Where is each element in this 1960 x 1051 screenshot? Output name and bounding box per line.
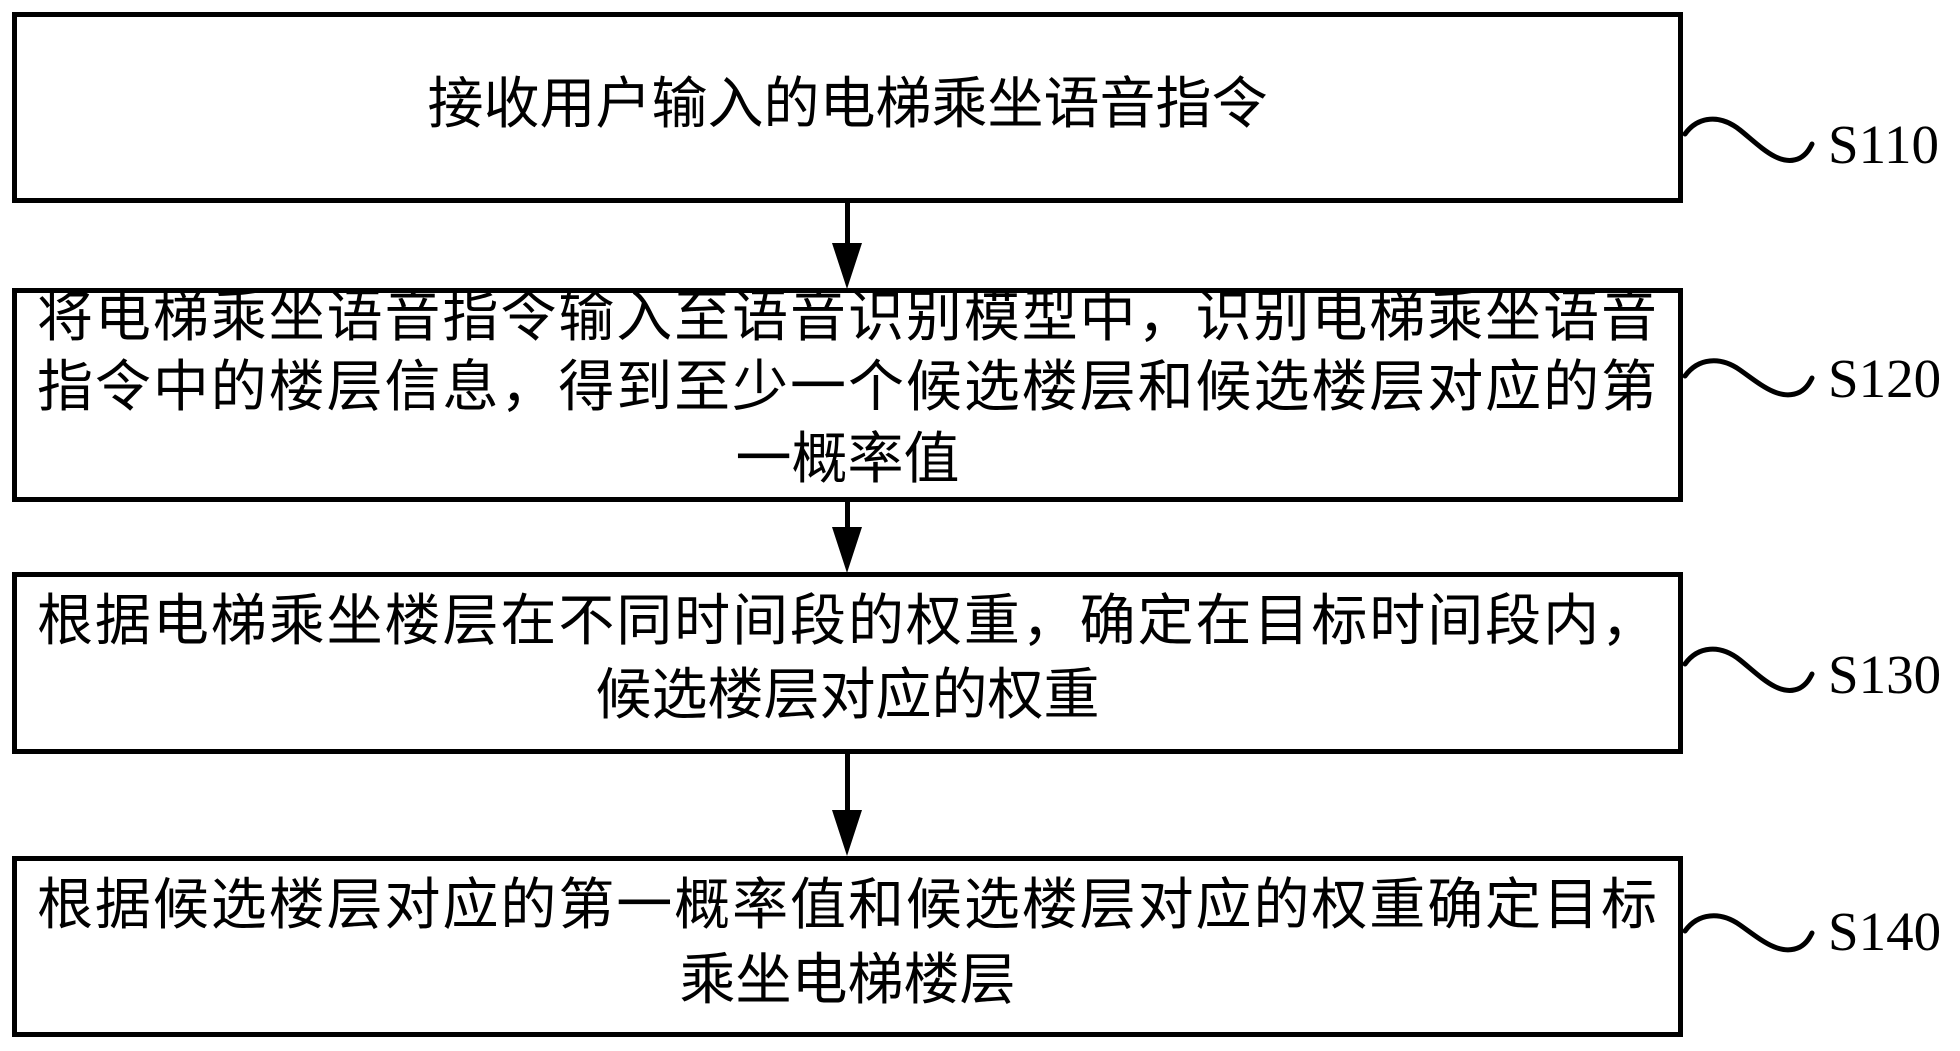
- step-label-s140: S140: [1828, 901, 1942, 962]
- step-s130-text-line-2: 候选楼层对应的权重: [595, 665, 1100, 727]
- arrow-s130-s140-head-icon: [832, 810, 862, 856]
- step-s140-text-line-2: 乘坐电梯楼层: [679, 950, 1016, 1012]
- step-s120-text-line-2: 指令中的楼层信息，得到至少一个候选楼层和候选楼层对应的第: [37, 357, 1657, 419]
- step-label-s110: S110: [1828, 114, 1940, 175]
- step-box-s140: [12, 856, 1683, 1037]
- step-box-s130: [12, 572, 1683, 754]
- step-s110-text-line-1: 接收用户输入的电梯乘坐语音指令: [427, 74, 1268, 136]
- leader-squiggle-s130-icon: [1682, 646, 1815, 693]
- arrow-s110-s120-shaft: [845, 203, 850, 248]
- step-s120-text-line-1: 将电梯乘坐语音指令输入至语音识别模型中，识别电梯乘坐语音: [37, 287, 1657, 349]
- leader-squiggle-s120-icon: [1682, 358, 1815, 398]
- step-label-s120: S120: [1828, 348, 1942, 409]
- step-box-s120: [12, 288, 1683, 502]
- arrow-s110-s120-head-icon: [832, 243, 862, 289]
- step-s130-text-line-1: 根据电梯乘坐楼层在不同时间段的权重，确定在目标时间段内，: [37, 591, 1657, 653]
- step-box-s110: [12, 12, 1683, 203]
- step-s120-text-line-3: 一概率值: [735, 429, 960, 491]
- arrow-s130-s140-shaft: [845, 754, 850, 814]
- arrow-s120-s130-shaft: [845, 502, 850, 532]
- arrow-s120-s130-head-icon: [832, 527, 862, 573]
- leader-squiggle-s140-icon: [1682, 913, 1815, 953]
- leader-squiggle-s110-icon: [1682, 116, 1815, 163]
- step-s140-text-line-1: 根据候选楼层对应的第一概率值和候选楼层对应的权重确定目标: [37, 875, 1657, 937]
- step-label-s130: S130: [1828, 644, 1942, 705]
